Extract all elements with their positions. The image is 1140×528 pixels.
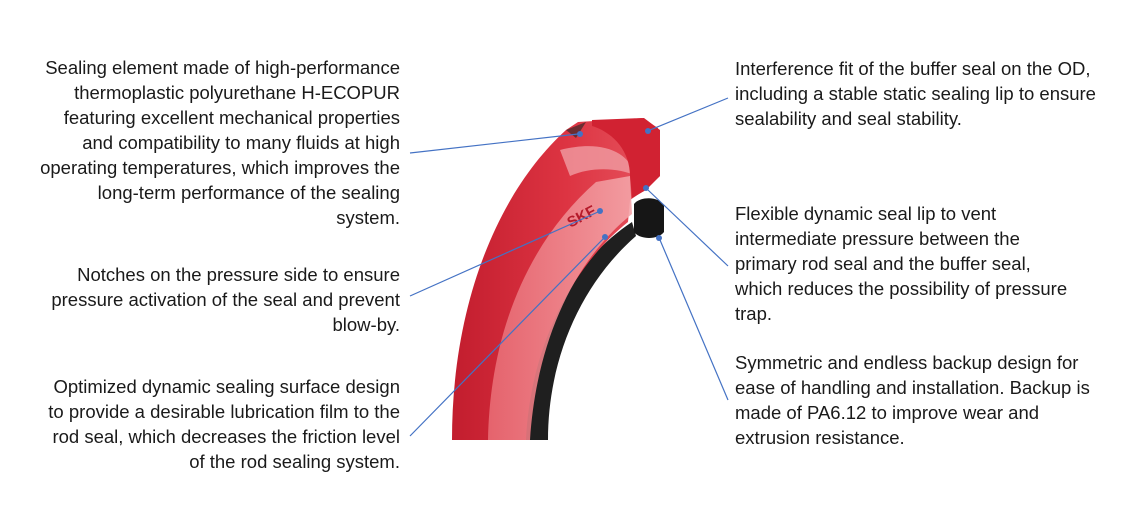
leader-flexible-lip-head: [643, 185, 649, 191]
seal-lip-shadow: [566, 122, 586, 138]
leader-interference-fit-head: [645, 128, 651, 134]
seal-inner-surface: [488, 176, 632, 440]
annotation-flexible-lip: Flexible dynamic seal lip to vent interm…: [735, 203, 1068, 324]
backup-ring: [520, 222, 636, 440]
backup-ring-section: [634, 198, 664, 238]
leader-lines: [409, 97, 729, 437]
leader-notches: [409, 211, 599, 297]
leader-dynamic-surface-head: [602, 234, 608, 240]
leader-backup: [659, 239, 729, 401]
annotation-dynamic-surface: Optimized dynamic sealing surface design…: [48, 376, 400, 472]
leader-sealing-element: [409, 133, 579, 154]
annotation-notches: Notches on the pressure side to ensure p…: [51, 264, 400, 335]
leader-interference-fit: [649, 97, 729, 131]
annotation-backup: Symmetric and endless backup design for …: [735, 352, 1090, 448]
leader-flexible-lip: [647, 189, 729, 267]
leader-notches-head: [597, 208, 603, 214]
seal-groove: [560, 146, 636, 176]
leader-backup-head: [656, 235, 662, 241]
leader-sealing-element-head: [577, 131, 583, 137]
seal-section-face: [592, 118, 660, 198]
leader-dynamic-surface: [409, 237, 605, 437]
annotation-sealing-element: Sealing element made of high-performance…: [40, 57, 400, 228]
annotation-interference-fit: Interference fit of the buffer seal on t…: [735, 58, 1096, 129]
